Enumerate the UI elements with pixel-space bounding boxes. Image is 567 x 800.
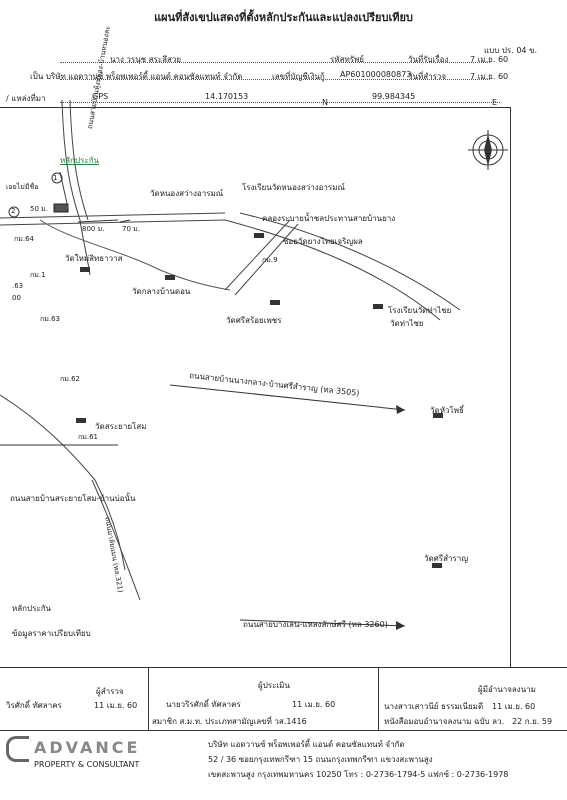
appraiser-name: นายวริรศักดิ์ ทัศลาคร [166, 700, 241, 709]
page-title: แผนที่สังเขปแสดงที่ตั้งหลักประกันและแปลง… [154, 11, 413, 24]
soi-wat-label: ซอยวัดยางไทยเจริญผล [283, 237, 363, 246]
km-61: กม.61 [78, 433, 98, 441]
wat-klang: วัดกลางบ้านดอน [132, 287, 191, 296]
distance-70: 70 ม. [122, 225, 140, 233]
km-63a: .63 [12, 282, 24, 290]
road-sra-label: ถนนสายบ้านสระยายโสม-บ้านบ่อนั้น [10, 494, 136, 503]
notify-date-label: วันที่รับเรื่อง [408, 55, 449, 64]
form-number: แบบ ปร. 04 ข. [484, 46, 538, 55]
member-line: สมาชิก ส.ม.ท. ประเภทสามัญเลขที่ วส.1416 [152, 717, 307, 726]
survey-date: 7 เม.ย. 60 [470, 72, 509, 81]
wat-sisamran: วัดศรีสำราญ [424, 554, 469, 563]
school-nongsawang: โรงเรียนวัดหนองสว่างอารมณ์ [242, 183, 345, 192]
distance-50: 50 ม. [30, 205, 48, 213]
wat-sisoi: วัดศรีสร้อยเพชร [226, 316, 282, 325]
collateral-label: หลักประกัน [60, 156, 100, 165]
account-label: เลขที่บัญชีเงินกู้ [272, 72, 325, 81]
wat-nongsawang: วัดหนองสว่างอารมณ์ [150, 189, 224, 198]
marker-1: 1 [53, 174, 58, 182]
letter-date: 22 ก.ย. 59 [512, 717, 553, 726]
owner-name: นาง วรนุช สระลึสวย [110, 55, 182, 64]
school-thachai: โรงเรียนวัดท่าไชย [388, 306, 452, 315]
wat-srasaiyai: วัดสระยายโสม [95, 422, 147, 431]
account-number: AP601000080873 [340, 70, 412, 79]
appraiser-date: 11 เม.ย. 60 [292, 700, 336, 709]
canal-label: คลองระบายน้ำชลประทานสายบ้านยาง [262, 214, 396, 223]
wat-huaphai: วัดหัวโพธิ์ [430, 406, 464, 415]
footer-company: บริษัท แอดวานซ์ พร็อพเพอร์ตี้ แอนด์ คอนซ… [208, 740, 405, 749]
legend-comparison: ข้อมูลราคาเปรียบเทียบ [12, 629, 91, 638]
distance-800: 800 ม. [82, 225, 105, 233]
km-64: กม.64 [14, 235, 34, 243]
road-3260-label: ถนนสายบางเลน-แหลงลักษ์ศรี (ทล 3260) [243, 620, 388, 629]
longitude: 99.984345 [372, 92, 416, 101]
logo-text: ADVANCE [34, 738, 141, 757]
surveyor-name: วิรศักดิ์ ทัศลาคร [6, 701, 62, 710]
km-9: กม.9 [262, 256, 278, 264]
km-00: 00 [12, 294, 21, 302]
wat-thachai: วัดท่าไชย [390, 319, 424, 328]
location-map [0, 100, 508, 630]
wat-mai: วัดใหม่สิทธาวาส [65, 254, 123, 263]
no-name-soi: เอยไม่มีชื่อ [6, 183, 39, 191]
footer-address-2: เขตสะพานสูง กรุงเทพมหานคร 10250 โทร : 0-… [208, 770, 509, 779]
authority-date: 11 เม.ย. 60 [492, 702, 536, 711]
km-1: กม.1 [30, 271, 46, 279]
letter-line: หนังสือมอบอำนาจลงนาม ฉบับ ลว. [384, 717, 505, 726]
surveyor-date: 11 เม.ย. 60 [94, 701, 138, 710]
authority-label: ผู้มีอำนาจลงนาม [478, 685, 536, 694]
survey-date-label: วันที่สำรวจ [408, 72, 447, 81]
company-logo-icon [6, 736, 29, 762]
notify-date: 7 เม.ย. 60 [470, 55, 509, 64]
footer-address-1: 52 / 36 ซอยกรุงเทพกรีฑา 15 ถนนกรุงเทพกรี… [208, 755, 433, 764]
authority-name: นางสาวเสาวนีย์ ธรรมเนียมดี [384, 702, 484, 711]
logo-subtext: PROPERTY & CONSULTANT [34, 760, 140, 769]
km-63: กม.63 [40, 315, 60, 323]
surveyor-label: ผู้สำรวจ [96, 687, 124, 696]
marker-2: 2 [11, 207, 16, 215]
coord-source: GPS [92, 92, 109, 101]
coord-source-label: / แหล่งที่มา [6, 94, 46, 103]
appraiser-label: ผู้ประเมิน [258, 681, 290, 690]
latitude: 14.170153 [205, 92, 249, 101]
company-line: เป็น บริษัท แอดวานซ์ พร็อพเพอร์ตี้ แอนด์… [30, 72, 243, 81]
asset-type-label: รหัสทรัพย์ [330, 55, 364, 64]
km-62: กม.62 [60, 375, 80, 383]
legend-collateral: หลักประกัน [12, 604, 52, 613]
compass-icon [468, 130, 508, 170]
